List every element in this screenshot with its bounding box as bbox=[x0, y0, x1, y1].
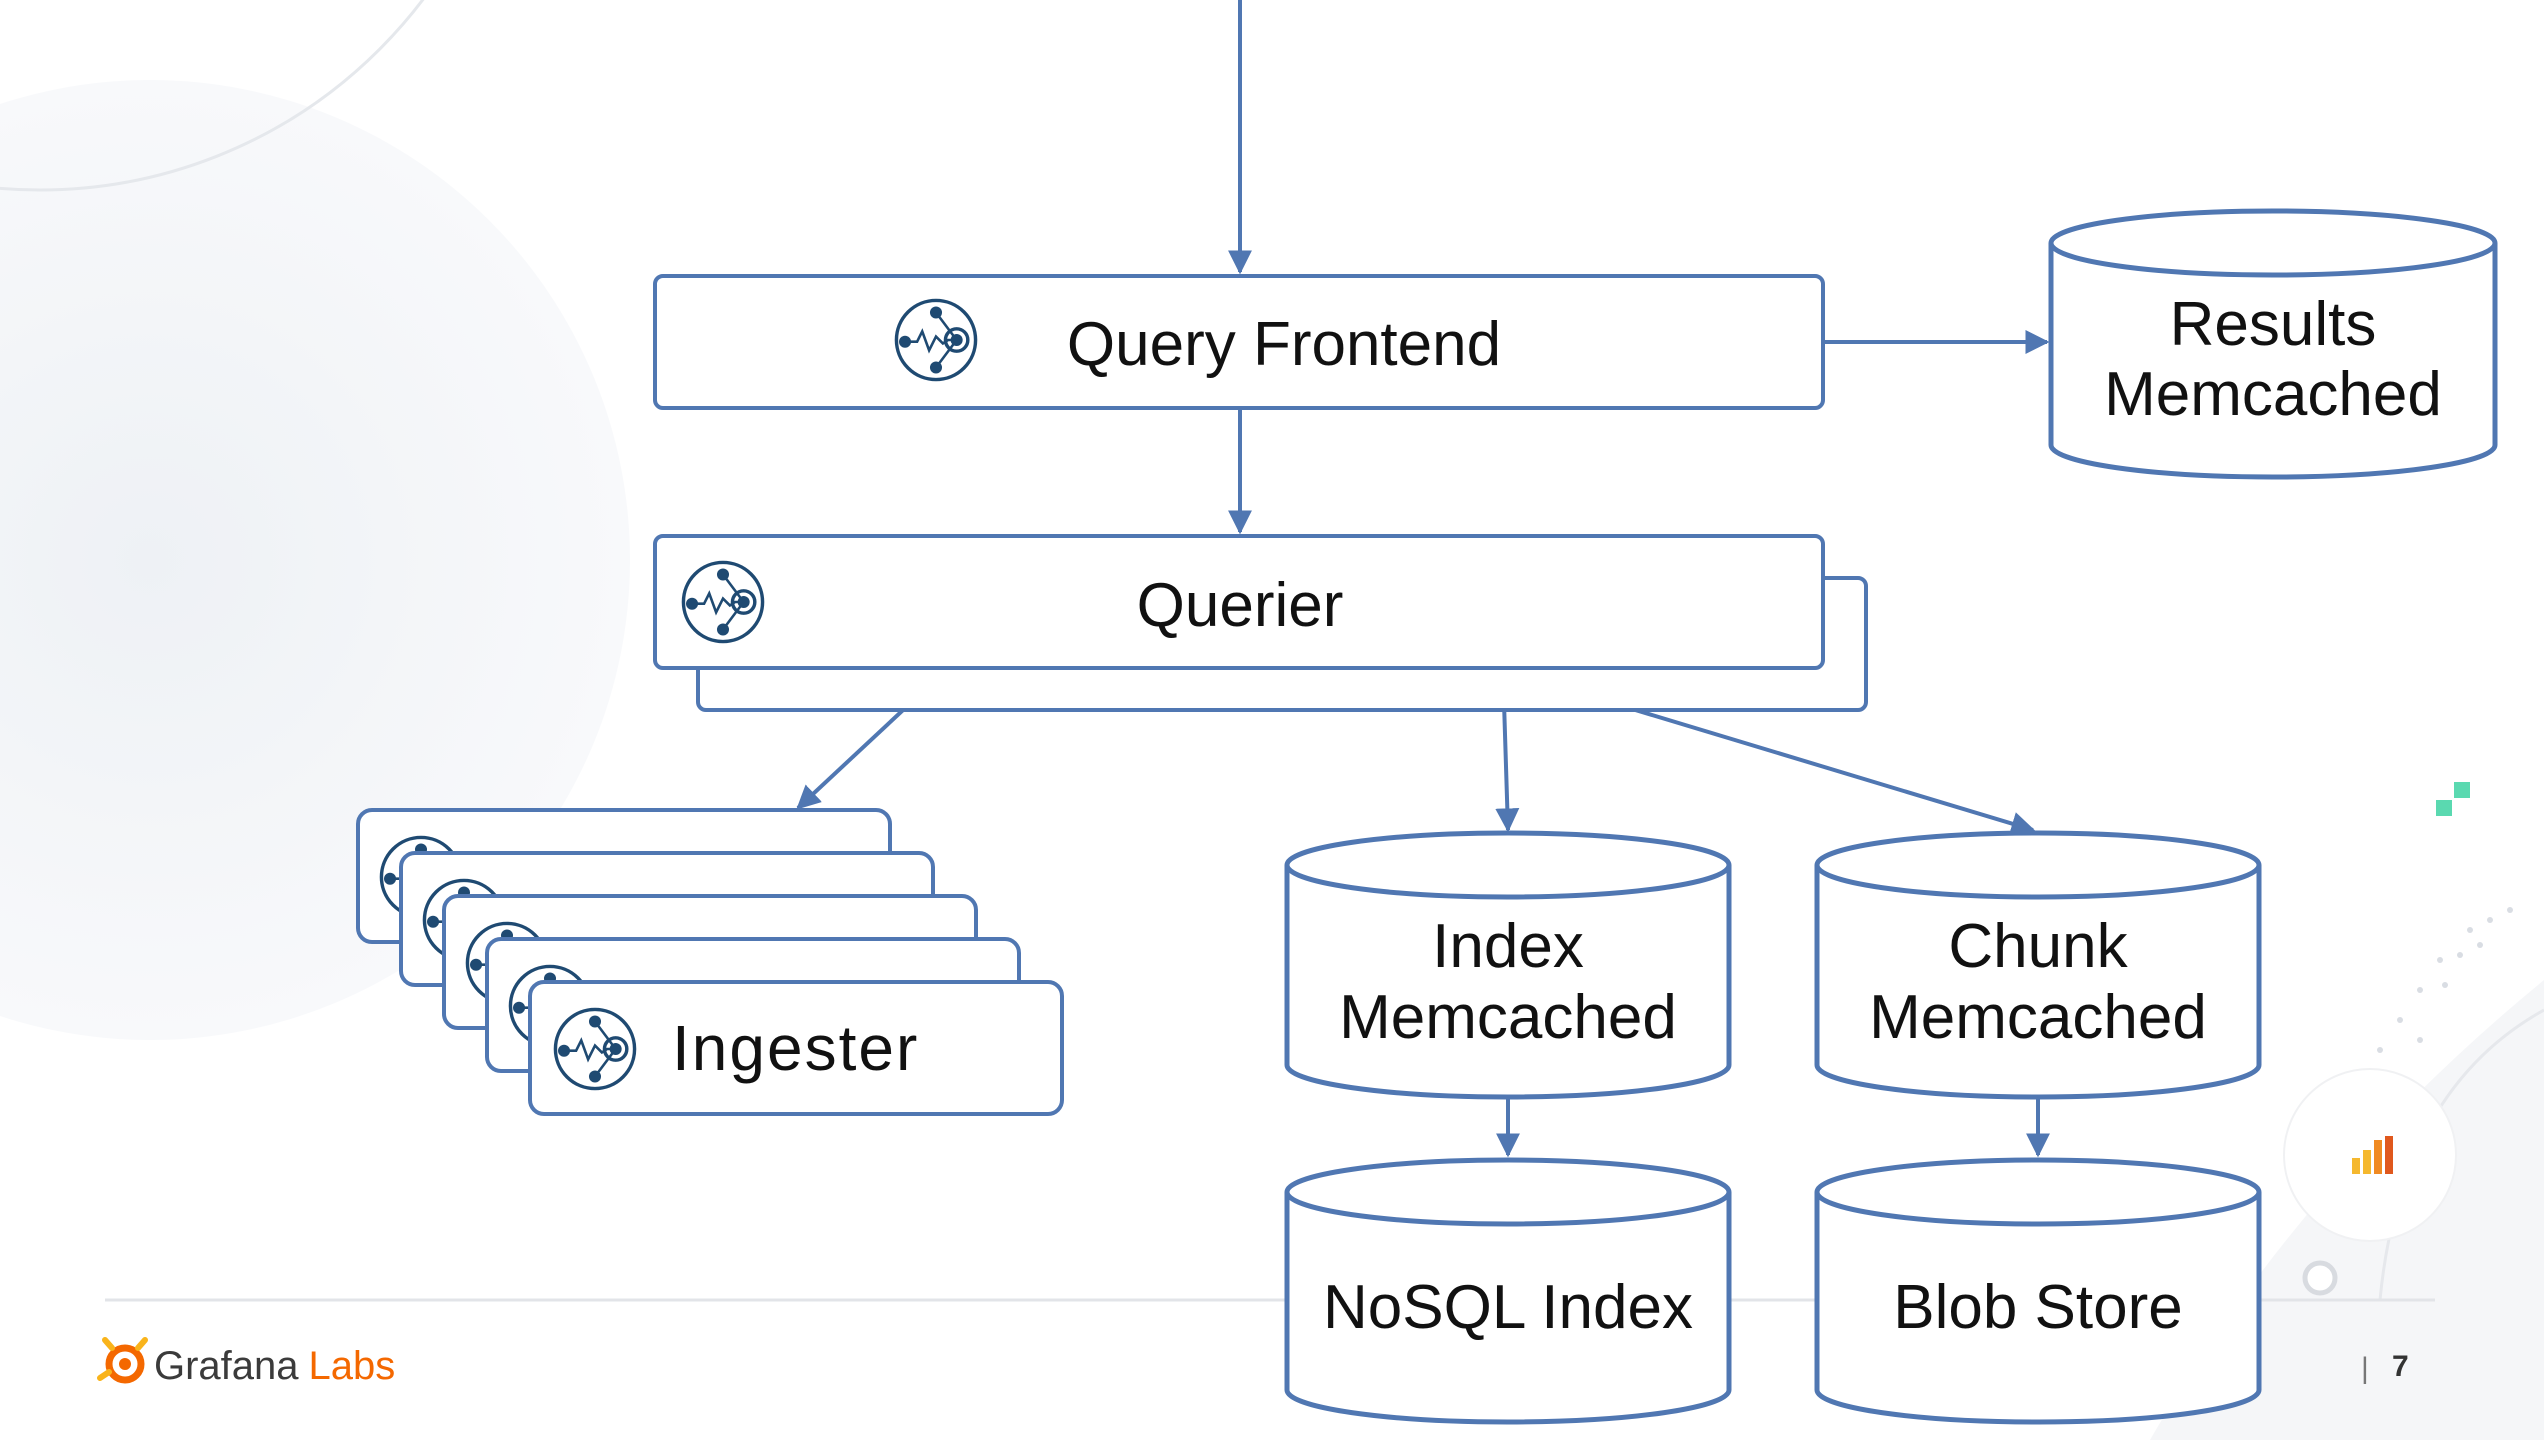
chunk-cache-label-line2: Memcached bbox=[1869, 983, 2207, 1052]
nosql-index-node: NoSQL Index bbox=[1284, 1157, 1732, 1425]
querier-label: Querier bbox=[1137, 571, 1344, 640]
index-cache-node: Index Memcached bbox=[1284, 830, 1732, 1100]
brand-name-grafana: Grafana bbox=[154, 1344, 299, 1388]
background-blob bbox=[0, 80, 630, 1040]
index-cache-label-line2: Memcached bbox=[1339, 983, 1677, 1052]
results-cache-label-line2: Memcached bbox=[2104, 360, 2442, 429]
brand-name-labs: Labs bbox=[309, 1344, 396, 1388]
query-frontend-label: Query Frontend bbox=[1067, 310, 1501, 379]
ring-decoration bbox=[2302, 1260, 2338, 1296]
querier-box bbox=[653, 534, 1825, 670]
nosql-index-label: NoSQL Index bbox=[1323, 1273, 1693, 1342]
squares-icon bbox=[2436, 782, 2470, 816]
chunk-cache-label-line1: Chunk bbox=[1948, 912, 2128, 981]
blob-store-label: Blob Store bbox=[1893, 1273, 2183, 1342]
page-separator: | bbox=[2361, 1352, 2369, 1385]
chunk-cache-node: Chunk Memcached bbox=[1814, 830, 2262, 1100]
ingester-box bbox=[528, 980, 1064, 1116]
ingester-label: Ingester bbox=[672, 1012, 919, 1084]
index-cache-label-line1: Index bbox=[1432, 912, 1584, 981]
background-arc bbox=[0, 0, 425, 192]
grafana-logo-icon bbox=[97, 1337, 148, 1384]
querier-node: Querier bbox=[653, 534, 1868, 712]
results-cache-node: Results Memcached bbox=[2048, 208, 2498, 480]
page-number: 7 bbox=[2392, 1350, 2409, 1383]
query-frontend-node: Query Frontend bbox=[653, 274, 1825, 410]
ingester-node: Ingester bbox=[356, 808, 1064, 1116]
bar-chart-icon bbox=[2352, 1136, 2393, 1174]
blob-store-node: Blob Store bbox=[1814, 1157, 2262, 1425]
dashboard-badge bbox=[2283, 1068, 2457, 1242]
results-cache-label-line1: Results bbox=[2170, 290, 2377, 359]
